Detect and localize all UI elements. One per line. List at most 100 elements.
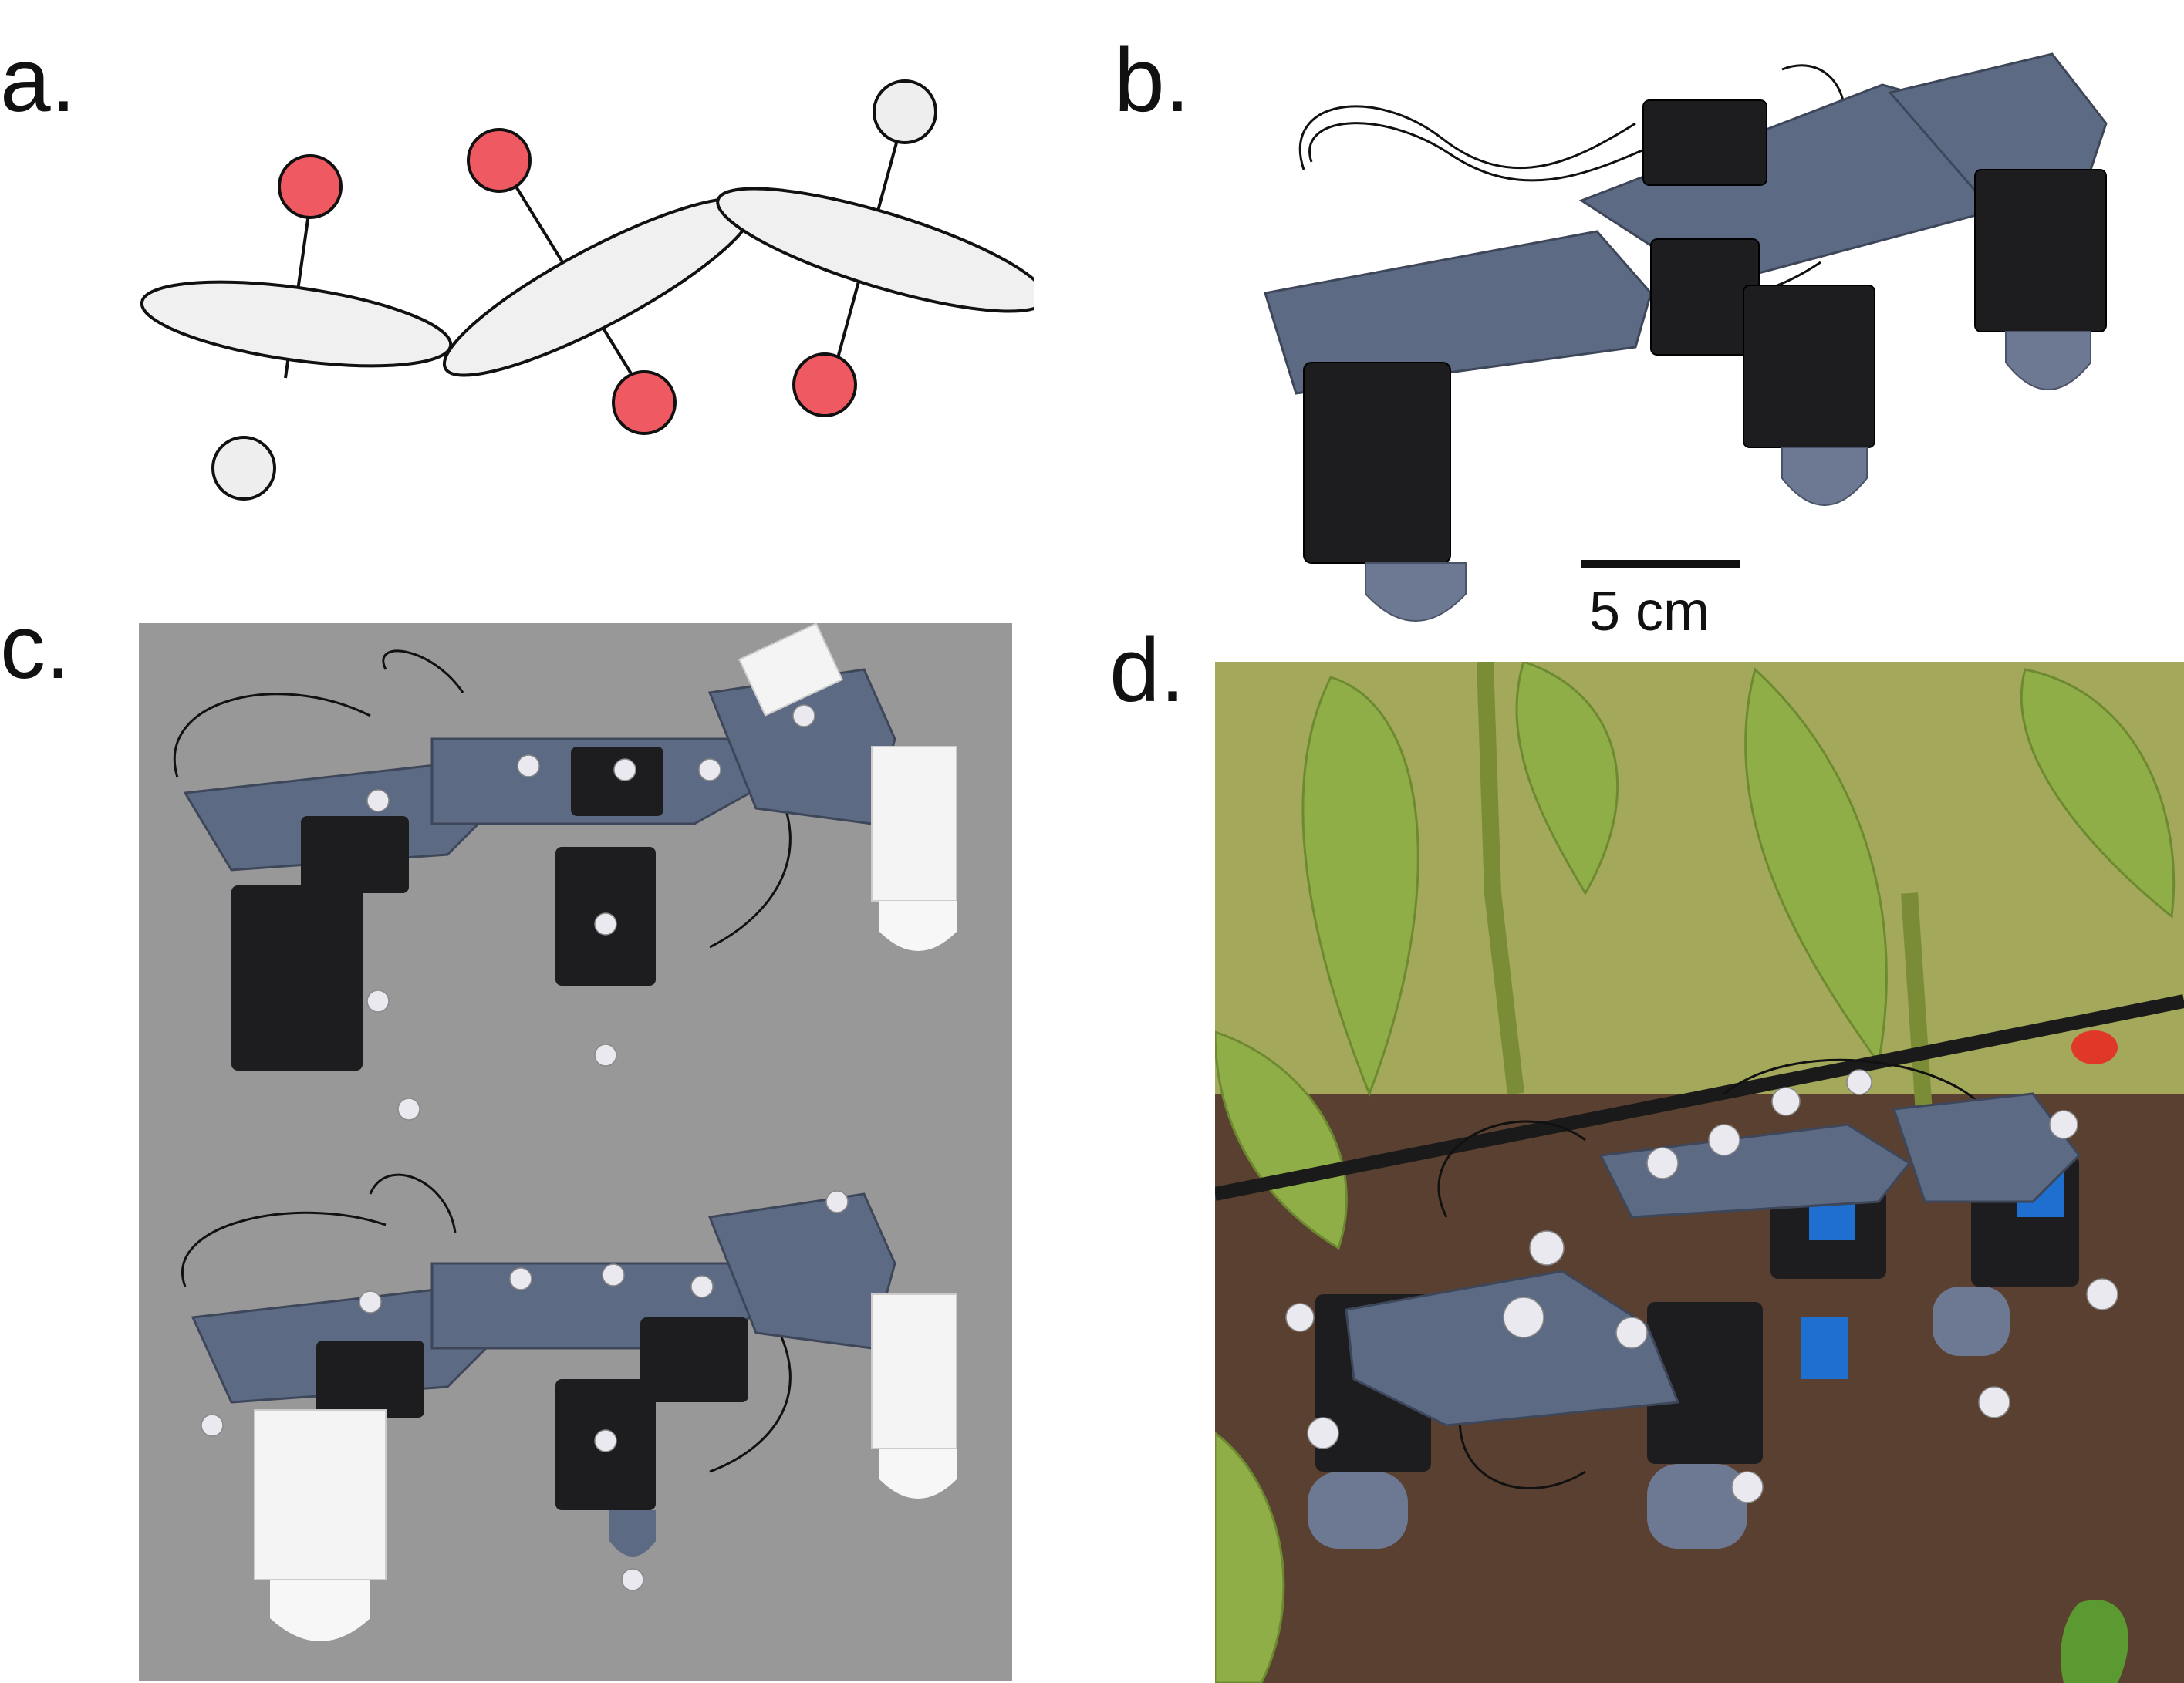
- field-servo-front-right: [1647, 1302, 1763, 1464]
- inactive-joint-2: [211, 436, 276, 501]
- middle-foot: [1781, 447, 1868, 506]
- active-joint-1: [278, 154, 343, 219]
- marker: [792, 704, 815, 727]
- panel-label-c: c.: [0, 596, 71, 698]
- marker: [825, 1190, 849, 1213]
- marker: [1731, 1471, 1764, 1503]
- field-rear-plate: [1892, 1092, 2081, 1203]
- field-wire-1: [1437, 1120, 1586, 1218]
- sim-top-white-block: [738, 623, 844, 717]
- inactive-joint-1: [873, 79, 937, 144]
- field-foot-rear: [1933, 1287, 2010, 1356]
- marker: [1708, 1124, 1740, 1156]
- leaf-6: [1215, 1432, 1285, 1683]
- sim-bottom-white-leg-rear: [871, 1293, 957, 1449]
- marker: [594, 912, 617, 936]
- active-joint-4: [792, 352, 857, 417]
- sim-bottom-white-foot-rear: [879, 1449, 957, 1499]
- rear-foot: [2005, 331, 2091, 390]
- sim-bottom-servo-a: [316, 1341, 424, 1418]
- irrigation-hose: [1215, 994, 2184, 1201]
- active-joint-2: [467, 128, 532, 193]
- red-pepper: [2071, 1030, 2118, 1064]
- marker: [621, 1568, 644, 1591]
- sim-top-white-foot: [879, 901, 957, 951]
- marker: [366, 789, 390, 812]
- marker: [613, 758, 636, 781]
- panel-d-field-photo: [1215, 662, 2184, 1683]
- sim-wire-bottom-2: [369, 1173, 457, 1233]
- marker: [1307, 1417, 1339, 1449]
- marker: [1529, 1230, 1565, 1266]
- leaf-4: [1515, 662, 1619, 895]
- marker: [1646, 1147, 1679, 1179]
- sim-top-white-leg: [871, 746, 957, 902]
- panel-label-b: b.: [1114, 29, 1190, 131]
- marker: [359, 1290, 382, 1314]
- leaf-5: [1215, 1030, 1348, 1250]
- sim-wire-bottom-1: [181, 1211, 387, 1287]
- marker: [698, 758, 721, 781]
- field-front-plate: [1345, 1270, 1680, 1427]
- marker: [397, 1098, 420, 1121]
- panel-a-schematic: [108, 69, 1034, 517]
- marker: [2086, 1278, 2118, 1310]
- sim-wire-bottom-3: [709, 1317, 792, 1473]
- schematic-diagram: [140, 79, 1034, 501]
- marker: [1771, 1087, 1801, 1116]
- sim-bottom-white-foot-front: [270, 1580, 370, 1641]
- wire-2: [1308, 122, 1652, 182]
- robot-photo-illustration: [1264, 52, 2108, 622]
- sim-top-front-servo: [231, 885, 363, 1071]
- sim-top-servo-b: [571, 747, 663, 816]
- blue-tape-2: [1801, 1317, 1848, 1379]
- sim-bottom-middle-foot: [609, 1510, 656, 1557]
- stem-1: [1477, 662, 1524, 1095]
- marker: [594, 1044, 617, 1067]
- marker: [1615, 1317, 1648, 1349]
- marker: [517, 754, 540, 777]
- sim-top-servo-a: [301, 816, 409, 893]
- field-foot-front-left: [1308, 1472, 1408, 1549]
- marker: [366, 990, 390, 1013]
- sim-bottom-white-leg-front: [254, 1409, 387, 1580]
- field-middle-plate: [1598, 1123, 1912, 1219]
- scale-bar-icon: [1581, 560, 1740, 568]
- stem-2: [1901, 892, 1933, 1125]
- field-photo-illustration: [1215, 662, 2184, 1683]
- marker: [201, 1414, 224, 1437]
- field-wire-3: [1459, 1401, 1586, 1489]
- active-joint-3: [612, 370, 677, 435]
- marker: [594, 1429, 617, 1452]
- field-robot: [1285, 1058, 2118, 1549]
- simulation-render: [173, 623, 957, 1641]
- middle-leg-servo: [1743, 285, 1875, 448]
- scale-bar-label: 5 cm: [1589, 581, 1710, 643]
- rear-leg-servo: [1974, 169, 2107, 332]
- sim-bottom-servo-b: [640, 1317, 748, 1402]
- front-body-plate: [1264, 230, 1652, 395]
- marker: [1846, 1069, 1872, 1095]
- marker: [2049, 1110, 2078, 1139]
- field-foot-front-right: [1647, 1464, 1747, 1549]
- wire-1: [1298, 105, 1636, 170]
- sim-robot-top: [173, 623, 957, 1121]
- panel-label-a: a.: [0, 29, 76, 131]
- seedling-leaf: [2061, 1600, 2128, 1683]
- marker: [1285, 1303, 1315, 1332]
- marker: [1978, 1386, 2010, 1418]
- panel-b-robot-photo: 5 cm: [1250, 39, 2137, 643]
- marker: [1503, 1297, 1544, 1338]
- leaf-1: [1301, 676, 1419, 1098]
- panel-label-d: d.: [1109, 619, 1186, 721]
- front-leg-servo: [1303, 362, 1451, 564]
- sim-wire-top-1: [173, 693, 371, 778]
- front-foot: [1365, 562, 1467, 622]
- panel-c-simulation: [139, 623, 1012, 1681]
- marker: [602, 1263, 625, 1287]
- leaf-3: [2020, 668, 2176, 919]
- body-segment-rear: [716, 187, 1034, 313]
- top-servo: [1642, 99, 1767, 186]
- body-segment-front: [140, 280, 453, 368]
- sim-wire-top-2: [382, 649, 464, 693]
